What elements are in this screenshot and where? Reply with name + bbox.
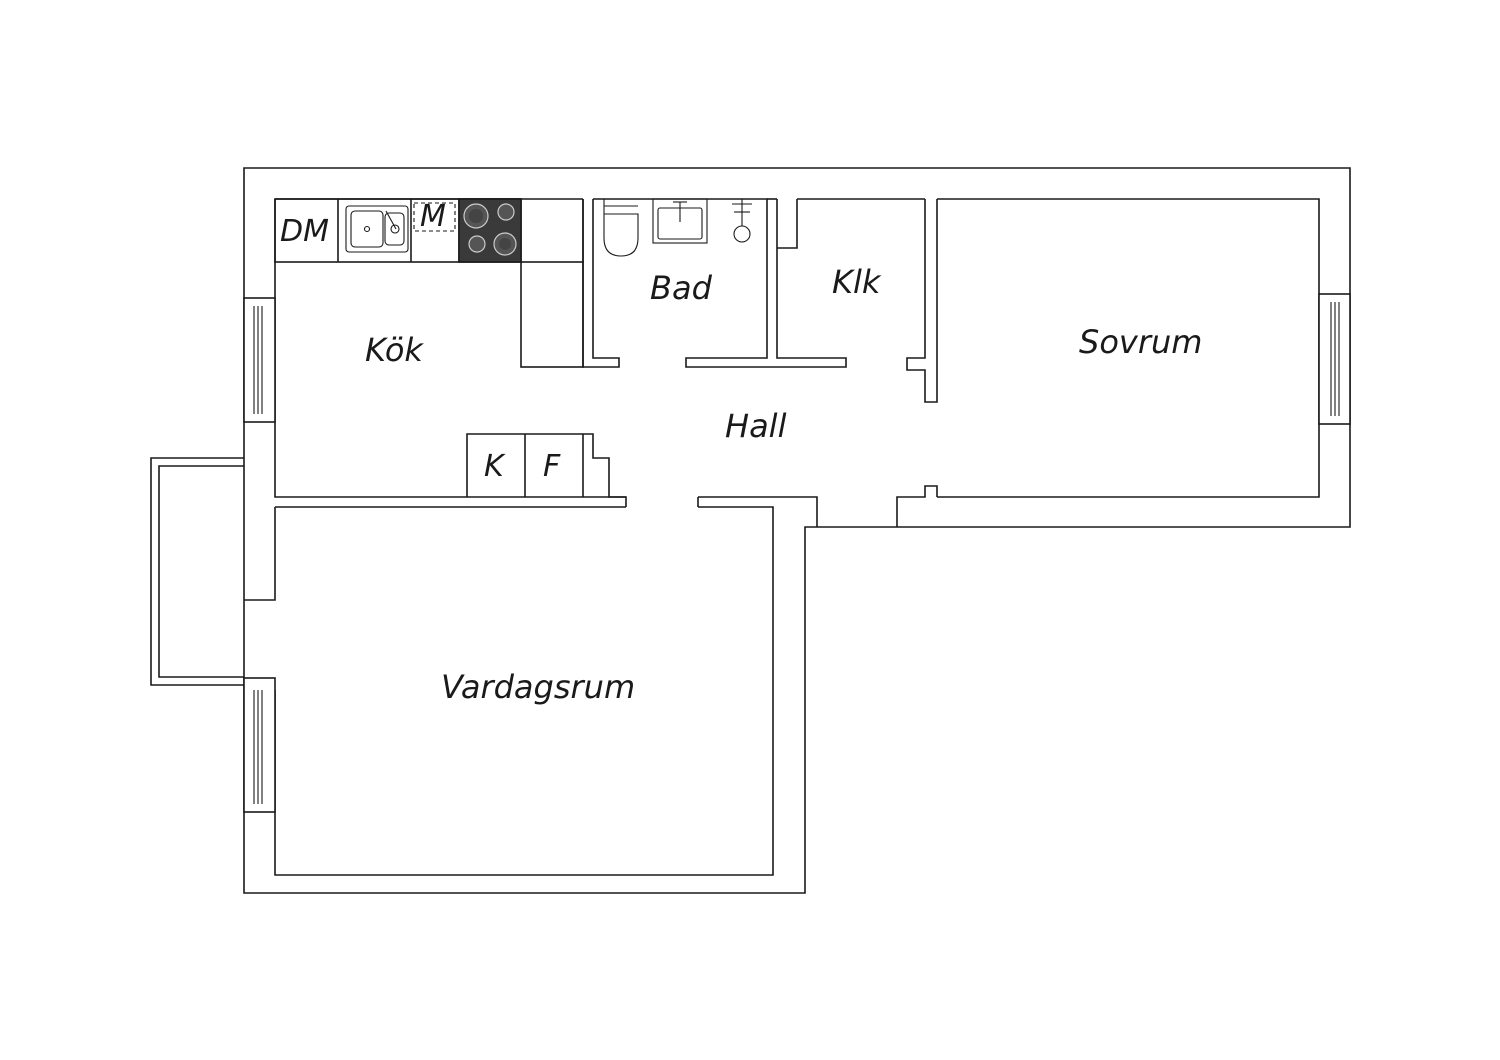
window-kitchen (243, 297, 276, 423)
room-label-hall: Hall (725, 407, 787, 445)
room-label-bedroom: Sovrum (1079, 323, 1202, 361)
room-label-closet: Klk (832, 263, 882, 301)
room-label-bathroom: Bad (650, 269, 713, 307)
washbasin-icon (652, 198, 708, 244)
toilet-icon (603, 199, 639, 257)
room-label-living-room: Vardagsrum (441, 668, 635, 706)
fixture-label-microwave: M (420, 199, 446, 234)
stove-icon (458, 198, 522, 263)
fixture-label-dishwasher: DM (280, 214, 329, 249)
fixture-label-fridge: K (484, 449, 506, 484)
window-living-room (243, 677, 276, 813)
outer-walls (243, 167, 1351, 894)
balcony (150, 457, 244, 686)
shower-icon (732, 199, 752, 243)
window-bedroom (1318, 293, 1351, 425)
bathroom-walls (582, 198, 847, 368)
fixture-label-freezer: F (543, 449, 561, 484)
closet-walls (777, 198, 925, 249)
room-label-kitchen: Kök (365, 331, 424, 369)
fridge-freezer (466, 433, 626, 498)
sink-icon (345, 205, 409, 253)
